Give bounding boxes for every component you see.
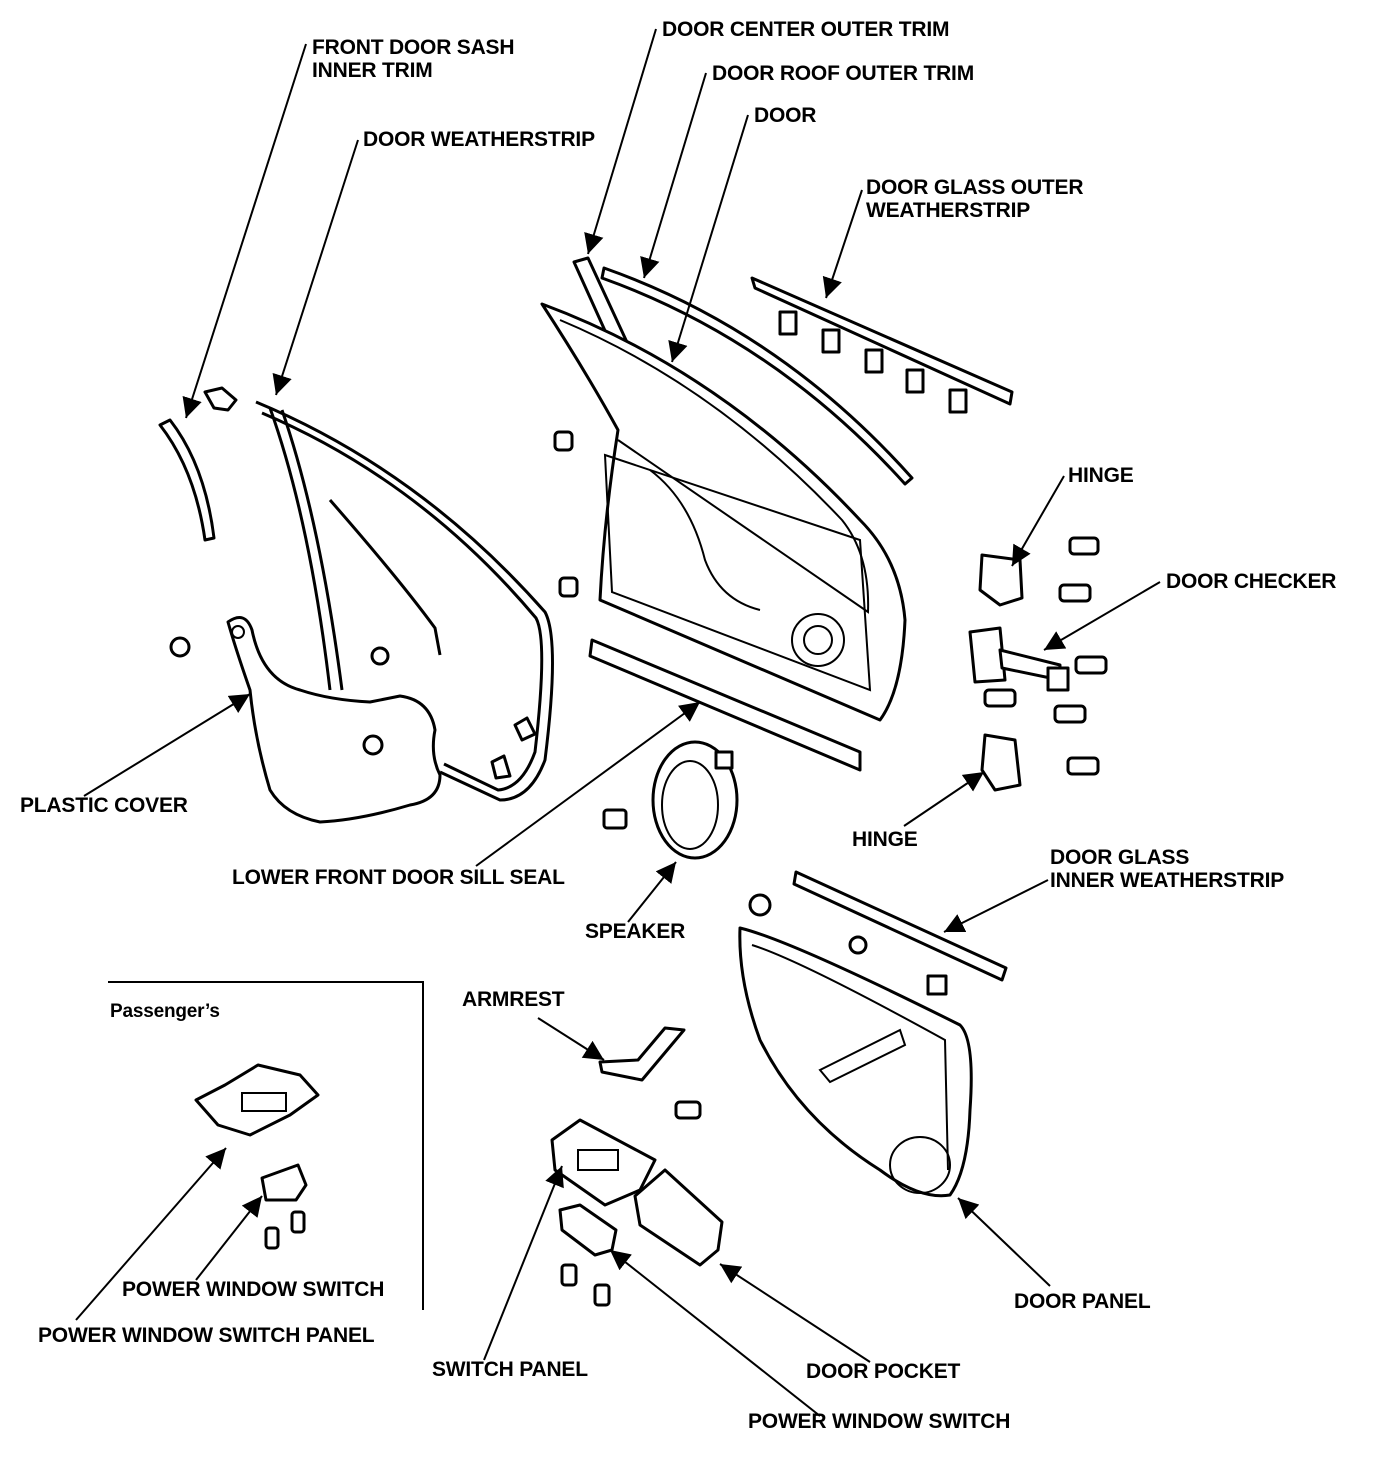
label-hinge-upper: HINGE <box>1068 464 1134 487</box>
door-pocket-part <box>633 1168 724 1267</box>
hinge-lower-part <box>980 733 1022 792</box>
label-door-panel: DOOR PANEL <box>1014 1290 1151 1313</box>
label-line: WEATHERSTRIP <box>866 199 1031 222</box>
label-lower-front-door-sill-seal: LOWER FRONT DOOR SILL SEAL <box>232 866 565 889</box>
bolt-part <box>983 536 1108 776</box>
front-door-sash-inner-trim-part <box>158 418 216 542</box>
lower-front-door-sill-seal-part <box>588 638 862 772</box>
label-door-glass-inner-weatherstrip: DOOR GLASS INNER WEATHERSTRIP <box>1050 846 1284 892</box>
label-speaker: SPEAKER <box>585 920 686 943</box>
leader-lines <box>75 28 1161 1417</box>
label-plastic-cover: PLASTIC COVER <box>20 794 188 817</box>
speaker-part <box>602 740 739 860</box>
label-hinge-lower: HINGE <box>852 828 918 851</box>
clip-part <box>203 386 238 412</box>
label-power-window-switch-panel: POWER WINDOW SWITCH PANEL <box>38 1324 375 1347</box>
door-glass-inner-weatherstrip-part <box>792 870 1008 982</box>
label-door-pocket: DOOR POCKET <box>806 1360 961 1383</box>
label-front-door-sash-inner-trim: FRONT DOOR SASH INNER TRIM <box>312 36 515 82</box>
label-door-center-outer-trim: DOOR CENTER OUTER TRIM <box>662 18 950 41</box>
fastener-part <box>169 430 579 780</box>
label-armrest: ARMREST <box>462 988 565 1011</box>
power-window-switch-driver-part <box>558 1203 618 1307</box>
door-roof-outer-trim-part <box>600 266 914 486</box>
label-power-window-switch-driver: POWER WINDOW SWITCH <box>748 1410 1011 1433</box>
label-line: DOOR GLASS OUTER <box>866 176 1084 199</box>
label-line: DOOR GLASS <box>1050 846 1190 869</box>
door-checker-part <box>968 626 1070 692</box>
label-passengers: Passenger’s <box>110 1001 220 1022</box>
label-line: INNER TRIM <box>312 59 433 82</box>
power-window-switch-passenger-part <box>260 1163 308 1250</box>
label-door-weatherstrip: DOOR WEATHERSTRIP <box>363 128 595 151</box>
label-door-checker: DOOR CHECKER <box>1166 570 1337 593</box>
passengers-inset-box <box>108 981 424 1310</box>
label-line: INNER WEATHERSTRIP <box>1050 869 1285 892</box>
label-door-roof-outer-trim: DOOR ROOF OUTER TRIM <box>712 62 974 85</box>
door-panel-part <box>738 893 973 1198</box>
label-power-window-switch-passenger: POWER WINDOW SWITCH <box>122 1278 385 1301</box>
door-weatherstrip-part <box>255 400 554 802</box>
door-glass-outer-weatherstrip-part <box>750 276 1014 414</box>
label-door: DOOR <box>754 104 817 127</box>
plastic-cover-part <box>226 616 442 824</box>
power-window-switch-panel-part <box>194 1063 320 1137</box>
label-line: FRONT DOOR SASH <box>312 36 515 59</box>
label-switch-panel: SWITCH PANEL <box>432 1358 588 1381</box>
armrest-part <box>598 1026 702 1120</box>
label-door-glass-outer-weatherstrip: DOOR GLASS OUTER WEATHERSTRIP <box>866 176 1084 222</box>
door-part <box>540 302 907 722</box>
hinge-upper-part <box>978 553 1024 607</box>
